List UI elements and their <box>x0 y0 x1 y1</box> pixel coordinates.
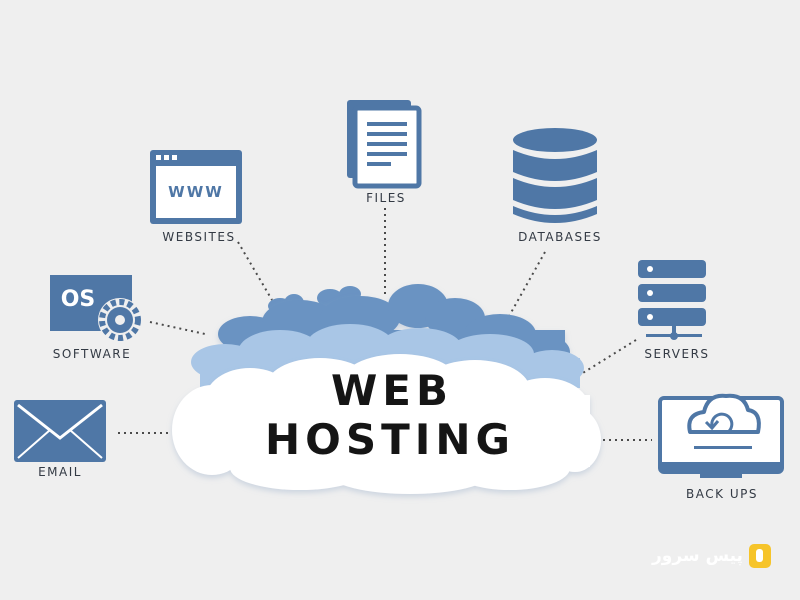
label-files: FILES <box>366 191 406 205</box>
os-text: OS <box>61 287 96 312</box>
envelope-icon <box>14 400 106 462</box>
node-servers: SERVERS <box>638 260 709 361</box>
title-web: WEB <box>331 366 453 415</box>
label-websites: WEBSITES <box>162 230 235 244</box>
label-software: SOFTWARE <box>53 347 131 361</box>
cloud-cluster: WEB HOSTING <box>172 284 601 494</box>
node-backups: BACK UPS <box>658 393 784 501</box>
monitor-cloud-sync-icon <box>658 393 784 478</box>
label-email: EMAIL <box>38 465 82 479</box>
node-files: FILES <box>347 100 422 205</box>
browser-www-icon: WWW <box>150 150 242 224</box>
label-databases: DATABASES <box>518 230 602 244</box>
node-software: OS SOFTWARE <box>50 275 142 361</box>
node-websites: WWW WEBSITES <box>150 150 242 244</box>
database-icon <box>513 128 597 223</box>
connector-software <box>149 321 206 335</box>
node-email: EMAIL <box>14 400 106 479</box>
label-servers: SERVERS <box>644 347 709 361</box>
connector-servers <box>577 339 637 377</box>
label-backups: BACK UPS <box>686 487 758 501</box>
brand-logo-icon <box>748 544 771 568</box>
watermark-text: پیس سرور <box>652 546 743 566</box>
connector-databases <box>507 251 546 319</box>
document-icon <box>347 100 422 189</box>
connector-websites <box>237 241 273 301</box>
os-gear-icon: OS <box>50 275 142 342</box>
watermark: پیس سرور <box>652 538 787 574</box>
title-hosting: HOSTING <box>265 415 515 464</box>
www-text: WWW <box>168 183 224 201</box>
connector-lines <box>118 208 652 441</box>
server-rack-icon <box>638 260 706 340</box>
node-databases: DATABASES <box>513 128 602 244</box>
